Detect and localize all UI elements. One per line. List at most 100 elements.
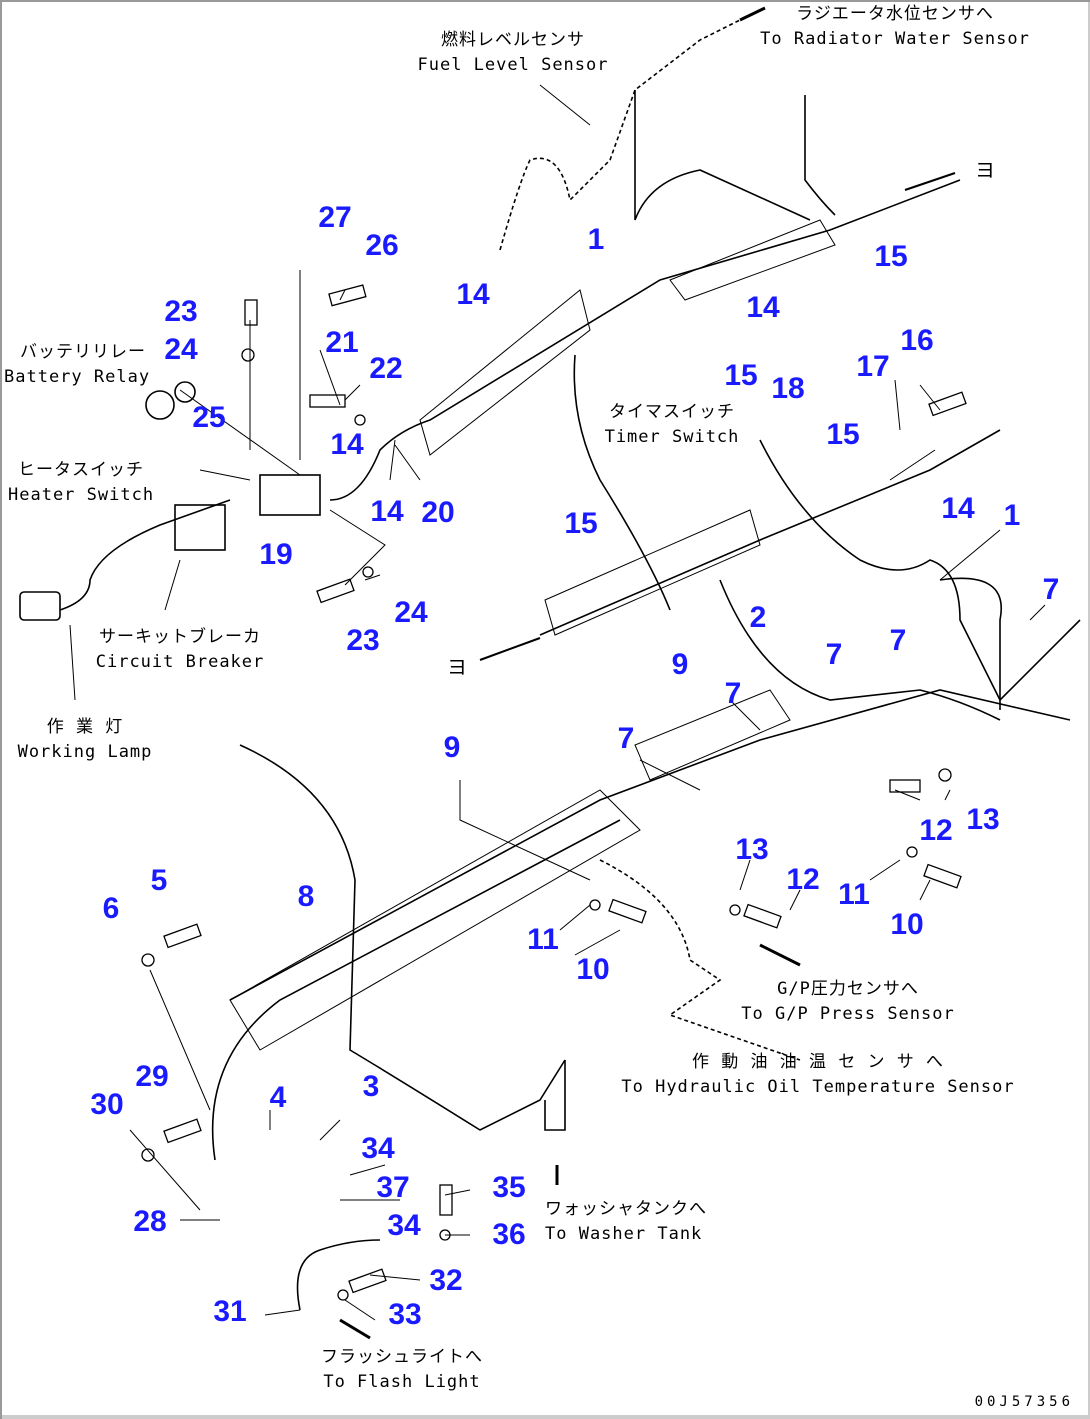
callout-22: 22	[369, 352, 403, 385]
label-en: Fuel Level Sensor	[417, 55, 609, 75]
label-radiator-water-sensor: ラジエータ水位センサへ To Radiator Water Sensor	[760, 2, 1030, 52]
callout-31: 31	[213, 1295, 247, 1328]
harness-lower-2	[211, 819, 621, 1161]
callout-15: 15	[874, 240, 908, 273]
leader-lines	[69, 84, 1046, 1321]
callout-19: 19	[259, 538, 293, 571]
callout-24: 24	[164, 333, 198, 366]
callout-28: 28	[133, 1205, 167, 1238]
label-en: To G/P Press Sensor	[741, 1004, 955, 1024]
callout-36: 36	[492, 1218, 526, 1251]
arrow-left-a	[479, 637, 541, 661]
callout-6: 6	[102, 892, 120, 925]
callout-18: 18	[771, 372, 805, 405]
callout-23: 23	[346, 624, 380, 657]
callout-16: 16	[900, 324, 934, 357]
protector-1	[419, 289, 591, 456]
callout-33: 33	[388, 1298, 422, 1331]
harness-mid	[539, 429, 1001, 636]
callout-2: 2	[749, 601, 767, 634]
callout-34: 34	[361, 1132, 395, 1165]
callout-9: 9	[671, 648, 689, 681]
protector-3	[544, 509, 761, 636]
arrow-flash	[339, 1318, 371, 1340]
label-ja: フラッシュライトへ	[321, 1347, 483, 1367]
callout-14: 14	[746, 291, 780, 324]
callout-7: 7	[617, 722, 635, 755]
callout-11: 11	[527, 923, 559, 956]
label-en: To Radiator Water Sensor	[760, 29, 1030, 49]
label-ja: ラジエータ水位センサへ	[796, 4, 994, 24]
bolts	[141, 284, 967, 1301]
callout-17: 17	[856, 350, 890, 383]
arrow-mark-a: ヨ	[975, 158, 996, 182]
label-en: Battery Relay	[4, 367, 151, 387]
circuit-breaker	[174, 504, 226, 551]
protector-4	[229, 789, 641, 1051]
callout-27: 27	[318, 201, 352, 234]
protector-5	[634, 689, 791, 781]
callout-13: 13	[735, 833, 769, 866]
callout-10: 10	[890, 908, 924, 941]
harness-washer	[544, 1060, 566, 1131]
callout-29: 29	[135, 1060, 169, 1093]
callout-8: 8	[297, 880, 315, 913]
label-circuit-breaker: サーキットブレーカ Circuit Breaker	[96, 625, 265, 675]
harness-mid-cable	[573, 354, 671, 611]
label-ja: 作 業 灯	[46, 717, 124, 737]
harness-frame	[719, 577, 1002, 721]
callout-21: 21	[325, 326, 359, 359]
label-fuel-level-sensor: 燃料レベルセンサ Fuel Level Sensor	[418, 28, 609, 78]
arrow-right-a	[904, 172, 956, 191]
callout-5: 5	[150, 864, 168, 897]
harness-lower	[229, 689, 1071, 1001]
label-en: To Hydraulic Oil Temperature Sensor	[621, 1077, 1015, 1097]
callout-12: 12	[919, 814, 953, 847]
callout-7: 7	[889, 624, 907, 657]
callout-14: 14	[370, 495, 404, 528]
label-en: Timer Switch	[604, 427, 740, 447]
harness-upper	[329, 179, 961, 501]
fuse-box	[259, 474, 321, 516]
callout-32: 32	[429, 1264, 463, 1297]
drawing-code: 00J57356	[974, 1394, 1074, 1410]
label-en: To Flash Light	[323, 1372, 481, 1392]
callout-20: 20	[421, 496, 455, 529]
label-ja: タイマスイッチ	[608, 402, 735, 422]
callout-1: 1	[1003, 499, 1021, 532]
label-ja: 燃料レベルセンサ	[441, 30, 585, 50]
harness-gp	[599, 859, 801, 1061]
label-en: Heater Switch	[8, 485, 155, 505]
lamp-cable	[59, 499, 231, 611]
callout-12: 12	[786, 863, 820, 896]
callout-14: 14	[330, 428, 364, 461]
label-battery-relay: バッテリリレー Battery Relay	[4, 340, 150, 390]
label-timer-switch: タイマスイッチ Timer Switch	[605, 400, 740, 450]
callout-26: 26	[365, 229, 399, 262]
callout-15: 15	[826, 418, 860, 451]
callout-37: 37	[376, 1171, 410, 1204]
callout-15: 15	[564, 507, 598, 540]
callout-10: 10	[576, 953, 610, 986]
harness-lamp-cable	[239, 744, 566, 1131]
label-ja: バッテリリレー	[20, 342, 146, 362]
arrow-gp	[759, 943, 801, 967]
label-en: To Washer Tank	[545, 1224, 703, 1244]
working-lamp	[19, 591, 61, 621]
harness-fuel	[634, 90, 811, 221]
battery-relay	[145, 390, 175, 420]
callout-9: 9	[443, 731, 461, 764]
arrow-radiator	[739, 6, 766, 22]
arrow-mark-b: ヨ	[447, 655, 468, 679]
callout-1: 1	[587, 223, 605, 256]
label-en: Circuit Breaker	[95, 652, 265, 672]
callout-34: 34	[387, 1209, 421, 1242]
label-ja: サーキットブレーカ	[99, 627, 261, 647]
callout-7: 7	[1042, 573, 1060, 606]
